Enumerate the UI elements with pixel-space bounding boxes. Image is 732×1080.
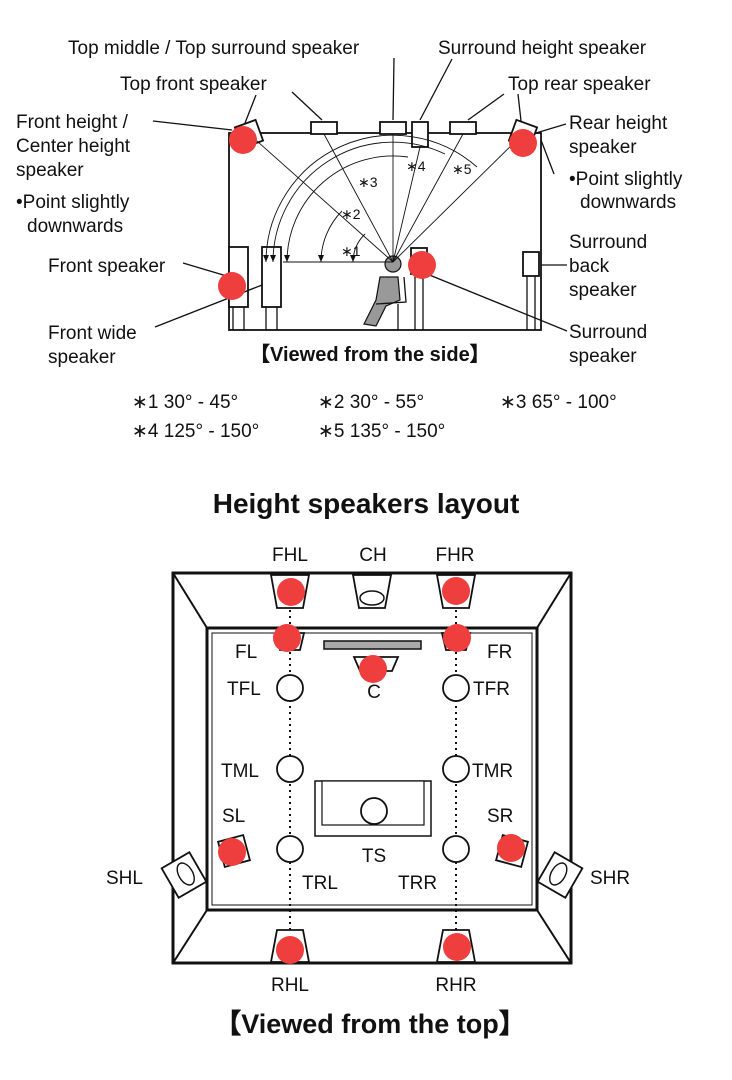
- tfl-speaker-shape: [276, 674, 304, 702]
- tv-shape: [323, 640, 422, 650]
- label-rear-height-2: speaker: [569, 137, 637, 158]
- label-trl: TRL: [302, 873, 338, 894]
- room-inner: [205, 626, 539, 912]
- tmr-speaker-shape: [442, 755, 470, 783]
- marker-c: [359, 655, 387, 683]
- label-front-height-3: speaker: [16, 160, 84, 181]
- label-c: C: [367, 682, 381, 703]
- marker-rear-height: [509, 129, 537, 157]
- marker-sl: [218, 838, 246, 866]
- label-front-wide-1: Front wide: [48, 323, 137, 344]
- angle-note-2: ∗2 30° - 55°: [318, 392, 424, 413]
- marker-rhr: [443, 933, 471, 961]
- side-view: ∗1 ∗2 ∗3 ∗4 ∗5 Top middle / Top surround…: [16, 38, 683, 368]
- top-view-title: Height speakers layout: [213, 488, 520, 519]
- angle-mark-4: ∗4: [406, 158, 426, 174]
- label-surround-height: Surround height speaker: [438, 38, 647, 59]
- label-sl: SL: [222, 806, 245, 827]
- label-ts: TS: [362, 846, 386, 867]
- label-front-wide-2: speaker: [48, 347, 116, 368]
- label-sr: SR: [487, 806, 513, 827]
- label-front-height-1: Front height /: [16, 112, 129, 133]
- label-surround-2: speaker: [569, 346, 637, 367]
- angle-note-5: ∗5 135° - 150°: [318, 421, 445, 442]
- marker-front-height: [229, 126, 257, 154]
- label-tfl: TFL: [227, 679, 261, 700]
- label-surround-back-2: back: [569, 256, 610, 277]
- angle-notes: ∗1 30° - 45° ∗2 30° - 55° ∗3 65° - 100° …: [132, 392, 617, 442]
- top-front-speaker-shape: [310, 121, 338, 135]
- marker-fhr: [442, 577, 470, 605]
- label-fl: FL: [235, 642, 257, 663]
- label-tmr: TMR: [472, 761, 513, 782]
- angle-note-3: ∗3 65° - 100°: [500, 392, 617, 413]
- marker-sr: [497, 834, 525, 862]
- top-view-caption: 【Viewed from the top】: [214, 1009, 526, 1039]
- label-rhr: RHR: [435, 975, 476, 996]
- tfr-speaker-shape: [442, 674, 470, 702]
- angle-mark-1: ∗1: [341, 243, 361, 259]
- angle-mark-3: ∗3: [358, 174, 378, 190]
- marker-fhl: [277, 578, 305, 606]
- label-top-rear: Top rear speaker: [508, 74, 651, 95]
- listening-seat: [314, 780, 432, 837]
- label-surround-1: Surround: [569, 322, 647, 343]
- label-top-front: Top front speaker: [120, 74, 267, 95]
- angle-note-4: ∗4 125° - 150°: [132, 421, 259, 442]
- label-shr: SHR: [590, 868, 630, 889]
- trl-speaker-shape: [276, 835, 304, 863]
- label-fr: FR: [487, 642, 512, 663]
- top-middle-speaker-shape: [379, 121, 407, 135]
- label-rear-height-1: Rear height: [569, 113, 668, 134]
- angle-mark-5: ∗5: [452, 161, 472, 177]
- label-fhl: FHL: [272, 545, 308, 566]
- label-ch: CH: [359, 545, 386, 566]
- label-rear-height-note-1: •Point slightly: [569, 169, 683, 190]
- label-rear-height-note-2: downwards: [580, 192, 676, 213]
- label-top-middle-surround: Top middle / Top surround speaker: [68, 38, 360, 59]
- angle-note-1: ∗1 30° - 45°: [132, 392, 238, 413]
- label-front-height-note-1: •Point slightly: [16, 192, 130, 213]
- label-surround-back-3: speaker: [569, 280, 637, 301]
- surround-back-speaker-shape: [522, 251, 540, 277]
- ts-speaker-shape: [360, 797, 388, 825]
- label-front-height-2: Center height: [16, 136, 131, 157]
- marker-rhl: [276, 936, 304, 964]
- label-surround-back-1: Surround: [569, 232, 647, 253]
- front-speaker-shape: [261, 246, 282, 308]
- room-outer: [171, 571, 573, 965]
- listener-figure: [363, 255, 407, 330]
- top-view: Height speakers layout: [106, 488, 630, 1039]
- label-tfr: TFR: [473, 679, 510, 700]
- marker-fr: [443, 624, 471, 652]
- trr-speaker-shape: [442, 835, 470, 863]
- top-rear-speaker-shape: [449, 121, 477, 135]
- angle-mark-2: ∗2: [341, 206, 361, 222]
- label-fhr: FHR: [435, 545, 474, 566]
- label-trr: TRR: [398, 873, 437, 894]
- marker-front-speaker: [218, 272, 246, 300]
- label-shl: SHL: [106, 868, 143, 889]
- marker-fl: [273, 624, 301, 652]
- label-front: Front speaker: [48, 256, 166, 277]
- label-front-height-note-2: downwards: [27, 216, 123, 237]
- shr-speaker-shape: [536, 851, 584, 899]
- marker-surround-speaker: [408, 251, 436, 279]
- side-view-caption: 【Viewed from the side】: [250, 343, 490, 366]
- label-tml: TML: [221, 761, 259, 782]
- tml-speaker-shape: [276, 755, 304, 783]
- surround-height-speaker-shape: [411, 121, 429, 148]
- shl-speaker-shape: [160, 851, 208, 899]
- label-rhl: RHL: [271, 975, 309, 996]
